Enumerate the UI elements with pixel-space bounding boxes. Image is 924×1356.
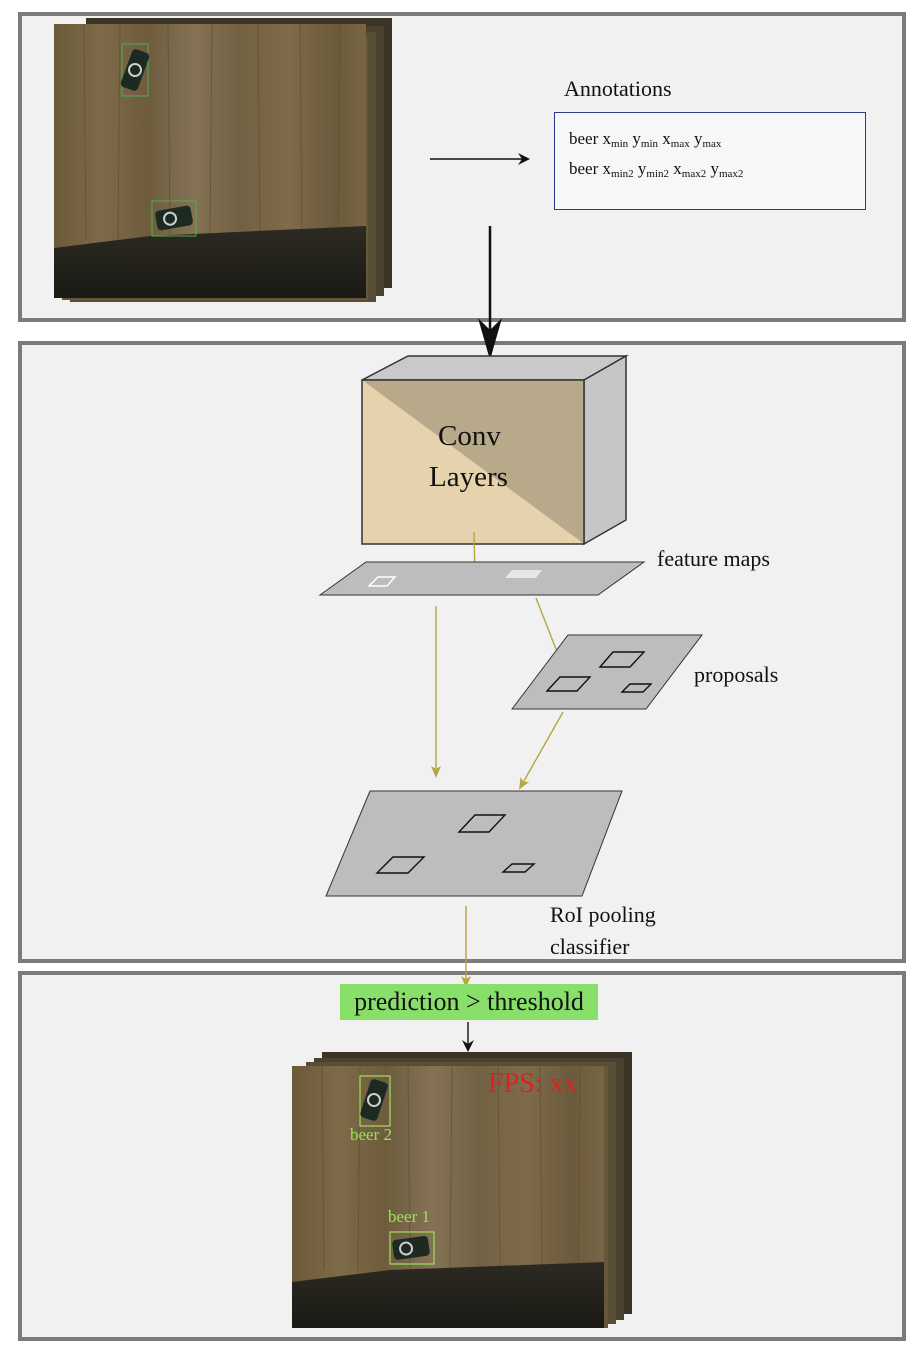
- annotation-sub: max2: [718, 168, 744, 180]
- proposals-plane: [510, 634, 704, 710]
- classifier-label: classifier: [550, 934, 630, 959]
- annotation-coord: x: [602, 159, 612, 178]
- prediction-threshold-box: prediction > threshold: [340, 984, 598, 1020]
- annotations-box: beer xmin ymin xmax ymax beer xmin2 ymin…: [554, 112, 866, 210]
- output-image-stack: [292, 1052, 632, 1328]
- arrow-to-conv-head: [478, 318, 502, 360]
- annotation-line-1: beer xmin ymin xmax ymax: [569, 129, 721, 150]
- annotation-sub: min2: [611, 168, 634, 180]
- annotation-coord: x: [602, 129, 612, 148]
- output-image: [292, 1065, 604, 1328]
- conv-layers-block: [361, 354, 629, 546]
- input-image: [54, 23, 366, 298]
- annotation-coord: y: [637, 159, 647, 178]
- annotation-sub: min: [611, 138, 629, 150]
- annotation-sub: max2: [681, 168, 707, 180]
- proposals-label: proposals: [694, 662, 779, 687]
- annotations-title: Annotations: [564, 76, 672, 101]
- annotation-sub: max: [670, 138, 690, 150]
- annotation-coord: y: [710, 159, 719, 178]
- annotation-coord: y: [632, 129, 641, 148]
- feature-maps-plane: [318, 561, 646, 596]
- input-image-stack: [54, 18, 392, 302]
- fps-label: FPS: xx: [488, 1068, 578, 1099]
- annotation-line-2: beer xmin2 ymin2 xmax2 ymax2: [569, 159, 743, 180]
- arrow-proposals-to-roi: [519, 711, 564, 790]
- annotation-sub: min2: [646, 168, 670, 180]
- annotation-sub: max: [702, 138, 722, 150]
- roi-pooling-label: RoI pooling: [550, 902, 656, 927]
- conv-label-line1: Conv: [438, 420, 501, 452]
- annotation-sub: min: [640, 138, 659, 150]
- beer2-bbox: [359, 1075, 391, 1127]
- annotation-coord: y: [693, 129, 703, 148]
- beer1-label: beer 1: [388, 1207, 431, 1226]
- annotation-coord: x: [673, 159, 682, 178]
- conv-label-line2: Layers: [429, 461, 508, 493]
- beer1-bbox: [389, 1231, 435, 1265]
- feature-maps-label: feature maps: [657, 546, 770, 571]
- roi-pooling-plane: [325, 790, 623, 897]
- annotation-coord: x: [662, 129, 671, 148]
- beer2-label: beer 2: [350, 1125, 393, 1144]
- annotation-class: beer: [569, 129, 599, 148]
- annotation-class: beer: [569, 159, 599, 178]
